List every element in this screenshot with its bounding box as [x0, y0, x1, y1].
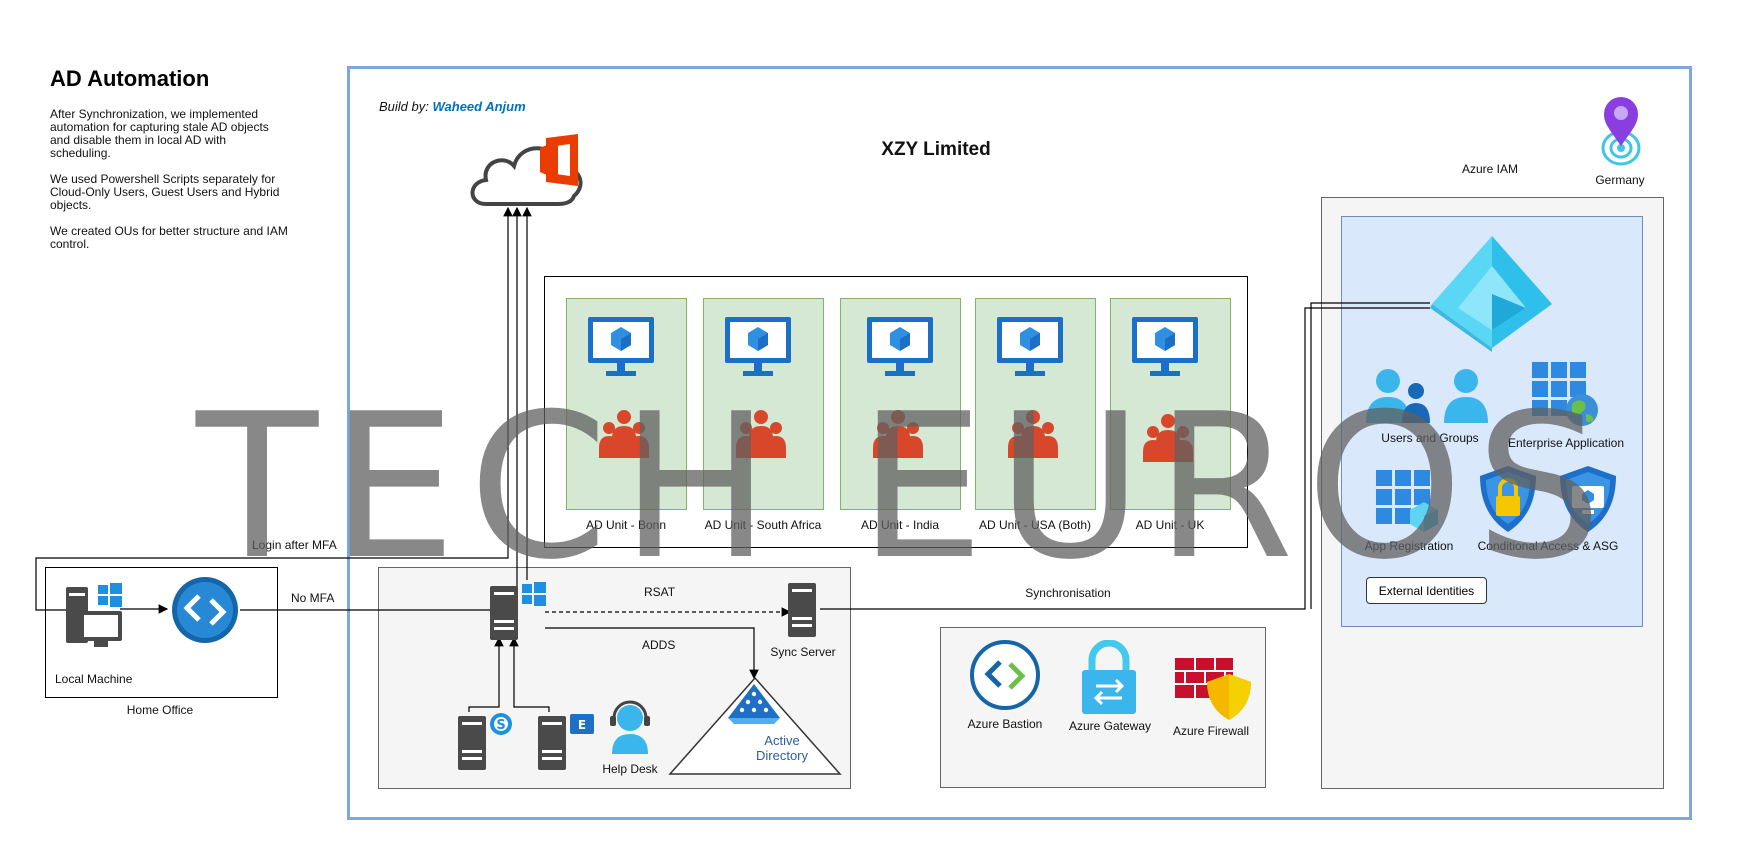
germany-label: Germany — [1595, 173, 1645, 187]
cloud-office-icon — [466, 134, 596, 214]
login-after-mfa-label: Login after MFA — [252, 538, 337, 552]
intro-paragraph-1: After Synchronization, we implemented au… — [50, 107, 269, 160]
people-group-icon — [1008, 408, 1058, 465]
server-exchange-icon: E — [538, 712, 594, 775]
server-icon — [788, 583, 818, 642]
line-adds — [545, 627, 759, 680]
line-sync-2 — [1310, 302, 1430, 609]
conditional-access-icon — [1480, 466, 1536, 537]
intro-paragraph-3: We created OUs for better structure and … — [50, 224, 288, 251]
people-group-icon — [736, 408, 786, 465]
azure-bastion-label: Azure Bastion — [967, 717, 1043, 731]
sync-server-label: Sync Server — [770, 645, 836, 659]
asg-shield-icon — [1560, 466, 1616, 537]
svg-text:E: E — [578, 718, 586, 732]
server-windows-icon — [490, 582, 546, 645]
monitor-cube-icon — [865, 315, 935, 386]
people-group-icon — [873, 408, 923, 465]
svg-text:S: S — [496, 718, 505, 733]
app-registration-icon — [1376, 470, 1442, 537]
ad-unit-label-india: AD Unit - India — [860, 518, 940, 532]
monitor-cube-icon — [586, 315, 656, 386]
active-directory-label: Active Directory — [756, 733, 808, 763]
users-groups-label: Users and Groups — [1381, 431, 1479, 445]
azure-gateway-icon — [1082, 639, 1136, 719]
azure-firewall-icon — [1175, 656, 1251, 725]
server-skype-icon: S — [458, 712, 514, 775]
ad-unit-label-usa: AD Unit - USA (Both) — [978, 518, 1092, 532]
ad-unit-label-south-africa: AD Unit - South Africa — [704, 518, 822, 532]
conditional-access-label: Conditional Access & ASG — [1477, 539, 1619, 553]
enterprise-app-icon — [1532, 362, 1600, 433]
azure-bastion-icon — [970, 640, 1040, 715]
build-author: Waheed Anjum — [432, 99, 526, 114]
intro-panel: AD Automation After Synchronization, we … — [50, 66, 290, 264]
watermark-text: TECH EUROS — [196, 371, 1615, 604]
active-directory-line-2: Directory — [755, 748, 809, 763]
local-machine-label: Local Machine — [55, 672, 133, 686]
rsat-label: RSAT — [644, 585, 676, 599]
no-mfa-label: No MFA — [291, 591, 335, 605]
monitor-cube-icon — [723, 315, 793, 386]
azure-firewall-label: Azure Firewall — [1172, 724, 1250, 738]
adds-label: ADDS — [642, 638, 676, 652]
external-identities-button[interactable]: External Identities — [1366, 577, 1487, 604]
azure-iam-title: Azure IAM — [1461, 162, 1519, 176]
line-synchronisation — [820, 307, 1430, 610]
location-pin-icon — [1600, 96, 1642, 173]
azure-gateway-label: Azure Gateway — [1068, 719, 1152, 733]
intro-title: AD Automation — [50, 66, 210, 91]
users-icon — [1366, 367, 1494, 430]
help-desk-icon — [604, 698, 656, 759]
monitor-cube-icon — [1130, 315, 1200, 386]
external-identities-label: External Identities — [1378, 583, 1475, 598]
line-login-after-mfa — [35, 206, 513, 611]
people-group-icon — [599, 408, 649, 465]
ad-unit-label-uk: AD Unit - UK — [1135, 518, 1205, 532]
ou-container — [544, 276, 1248, 548]
remote-desktop-icon — [171, 576, 239, 649]
build-credit: Build by: Waheed Anjum — [379, 99, 526, 114]
company-title: XZY Limited — [881, 139, 991, 160]
people-group-icon — [1143, 412, 1193, 469]
app-registration-label: App Registration — [1364, 539, 1454, 553]
active-directory-line-1: Active — [764, 733, 800, 748]
enterprise-app-label: Enterprise Application — [1507, 436, 1625, 450]
intro-paragraph-2: We used Powershell Scripts separately fo… — [50, 172, 280, 212]
local-machine-icon — [66, 583, 122, 654]
synchronisation-label: Synchronisation — [1025, 586, 1111, 600]
home-office-label: Home Office — [126, 703, 194, 717]
build-prefix: Build by: — [379, 99, 433, 114]
active-directory-icon — [668, 676, 842, 781]
line-exchange-server — [509, 636, 550, 712]
help-desk-label: Help Desk — [602, 762, 658, 776]
ad-unit-label-bonn: AD Unit - Bonn — [585, 518, 667, 532]
monitor-cube-icon — [995, 315, 1065, 386]
company-frame — [347, 66, 1692, 820]
line-skype-server — [468, 636, 504, 712]
entra-pyramid-icon — [1430, 236, 1554, 357]
